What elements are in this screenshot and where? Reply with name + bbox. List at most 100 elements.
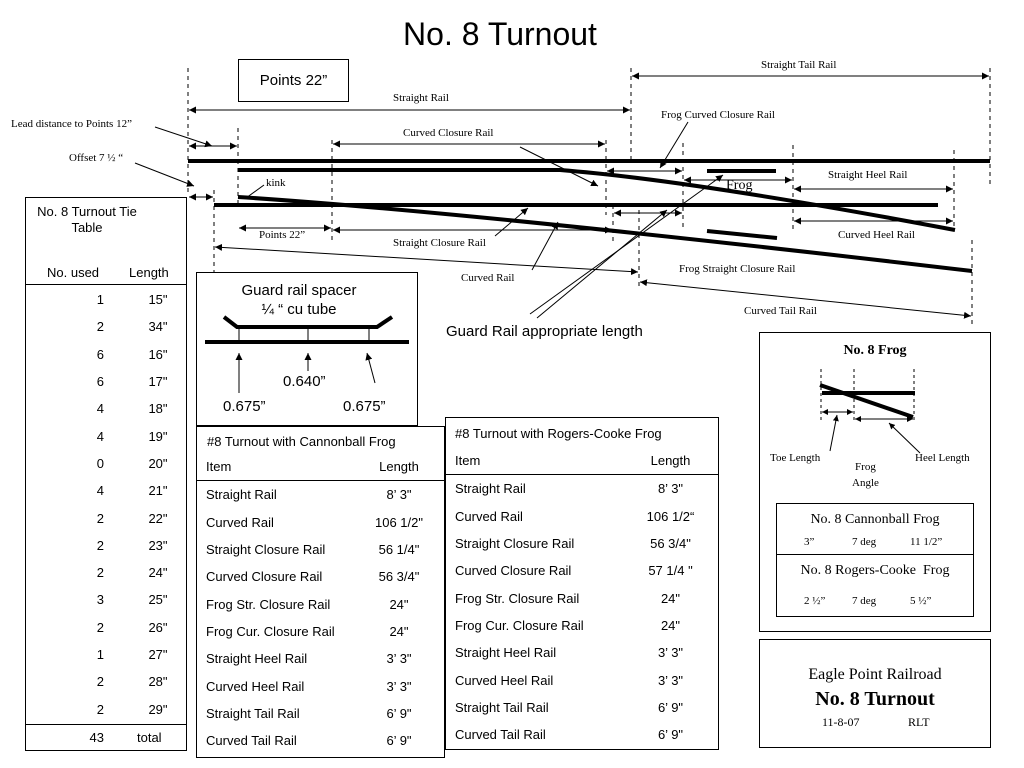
table-row: Curved Heel Rail 3’ 3" (446, 666, 718, 693)
tie-length: 28" (148, 674, 168, 690)
tie-count: 2 (96, 674, 104, 690)
cannonball-heel: 11 1/2” (910, 536, 943, 548)
col-length: Length (354, 453, 444, 482)
tie-count: 6 (96, 346, 104, 362)
tie-count: 1 (96, 292, 104, 308)
tie-count: 2 (96, 319, 104, 335)
tie-count: 2 (96, 619, 104, 635)
rogers-angle: 7 deg (852, 595, 877, 607)
rogers-frog-title: No. 8 Rogers-Cooke Frog (800, 563, 950, 578)
table-row: Straight Closure Rail 56 3/4" (446, 530, 718, 557)
frog-label: Frog (726, 178, 753, 193)
dimension-arrows (189, 72, 989, 319)
guard-spacer-box: Guard rail spacer ¼ “ cu tube 0.640” 0.6… (196, 272, 418, 426)
item-name: Straight Closure Rail (206, 542, 326, 558)
spacer-center-label: 0.640” (283, 373, 326, 390)
item-name: Straight Closure Rail (455, 536, 575, 552)
item-name: Straight Tail Rail (206, 705, 300, 721)
item-name: Straight Heel Rail (455, 645, 557, 661)
tie-length: 19" (148, 428, 168, 444)
item-length: 6’ 9" (386, 733, 412, 749)
curved-closure-rail (238, 168, 956, 232)
railroad-name: Eagle Point Railroad (808, 666, 942, 683)
tie-length: 25" (148, 592, 168, 608)
straight-tail-rail-label: Straight Tail Rail (761, 59, 837, 71)
tie-length: 24" (148, 565, 168, 581)
tie-count: 0 (96, 455, 104, 471)
tie-table-header: No. used Length (26, 258, 186, 285)
item-name: Frog Str. Closure Rail (455, 590, 580, 606)
frog-angle-line1: Frog (855, 461, 876, 473)
tie-count: 2 (96, 537, 104, 553)
table-row: Frog Cur. Closure Rail 24" (446, 612, 718, 639)
item-name: Curved Rail (455, 508, 523, 524)
tie-length: 26" (148, 619, 168, 635)
toe-length-label: Toe Length (770, 452, 821, 464)
frog-detail-drawing (819, 369, 921, 454)
drawing-author: RLT (908, 715, 930, 729)
col-length: Length (623, 447, 718, 476)
tie-row: 4 19" (26, 422, 186, 449)
item-length: 8’ 3" (657, 481, 684, 497)
item-name: Frog Cur. Closure Rail (455, 617, 584, 633)
col-item: Item (446, 447, 623, 476)
tie-count: 4 (96, 483, 104, 499)
item-length: 56 3/4" (650, 536, 691, 552)
item-length: 24" (660, 617, 681, 633)
tie-length: 34" (148, 319, 168, 335)
curved-heel-rail-label: Curved Heel Rail (838, 229, 915, 241)
tie-table: No. 8 Turnout Tie Table No. used Length … (25, 197, 187, 751)
guard-spacer-title-line2: ¼ “ cu tube (261, 301, 337, 318)
cannonball-title: #8 Turnout with Cannonball Frog (207, 434, 396, 449)
tie-length: 18" (148, 401, 168, 417)
item-length: 24" (389, 623, 409, 639)
item-length: 24" (389, 596, 409, 612)
col-item: Item (197, 453, 354, 482)
tie-row: 4 18" (26, 395, 186, 422)
tie-total-count: 43 (89, 730, 104, 745)
tie-length: 20" (148, 455, 168, 471)
spacer-left-label: 0.675” (223, 398, 266, 415)
item-length: 3’ 3" (657, 672, 684, 688)
item-name: Curved Closure Rail (206, 569, 323, 585)
item-name: Curved Closure Rail (455, 563, 572, 579)
item-length: 24" (660, 590, 681, 606)
tie-total-label: total (137, 730, 162, 745)
tie-length: 27" (148, 647, 168, 662)
rails (188, 159, 990, 273)
tie-count: 4 (96, 428, 104, 444)
guard-spacer-title: Guard rail spacer ¼ “ cu tube (197, 281, 401, 319)
rogers-heel: 5 ½” (910, 595, 932, 607)
curved-closure-rail-label: Curved Closure Rail (403, 127, 494, 139)
kink-label: kink (266, 177, 286, 189)
guard-spacer-drawing (205, 315, 409, 393)
tie-count: 2 (96, 565, 104, 581)
cannonball-frog-title: No. 8 Cannonball Frog (810, 512, 940, 527)
spacer-right-label: 0.675” (343, 398, 386, 415)
rogers-toe: 2 ½” (804, 595, 826, 607)
cannonball-toe: 3” (804, 536, 815, 548)
offset-label: Offset 7 ½ “ (69, 152, 124, 164)
item-name: Curved Heel Rail (455, 672, 554, 688)
tie-total-row: 43 total (26, 724, 186, 751)
item-length: 57 1/4 " (648, 563, 693, 579)
tie-row: 2 24" (26, 559, 186, 586)
guard-spacer-title-line1: Guard rail spacer (241, 282, 357, 299)
tie-row: 2 26" (26, 614, 186, 641)
tie-count: 4 (96, 401, 104, 417)
